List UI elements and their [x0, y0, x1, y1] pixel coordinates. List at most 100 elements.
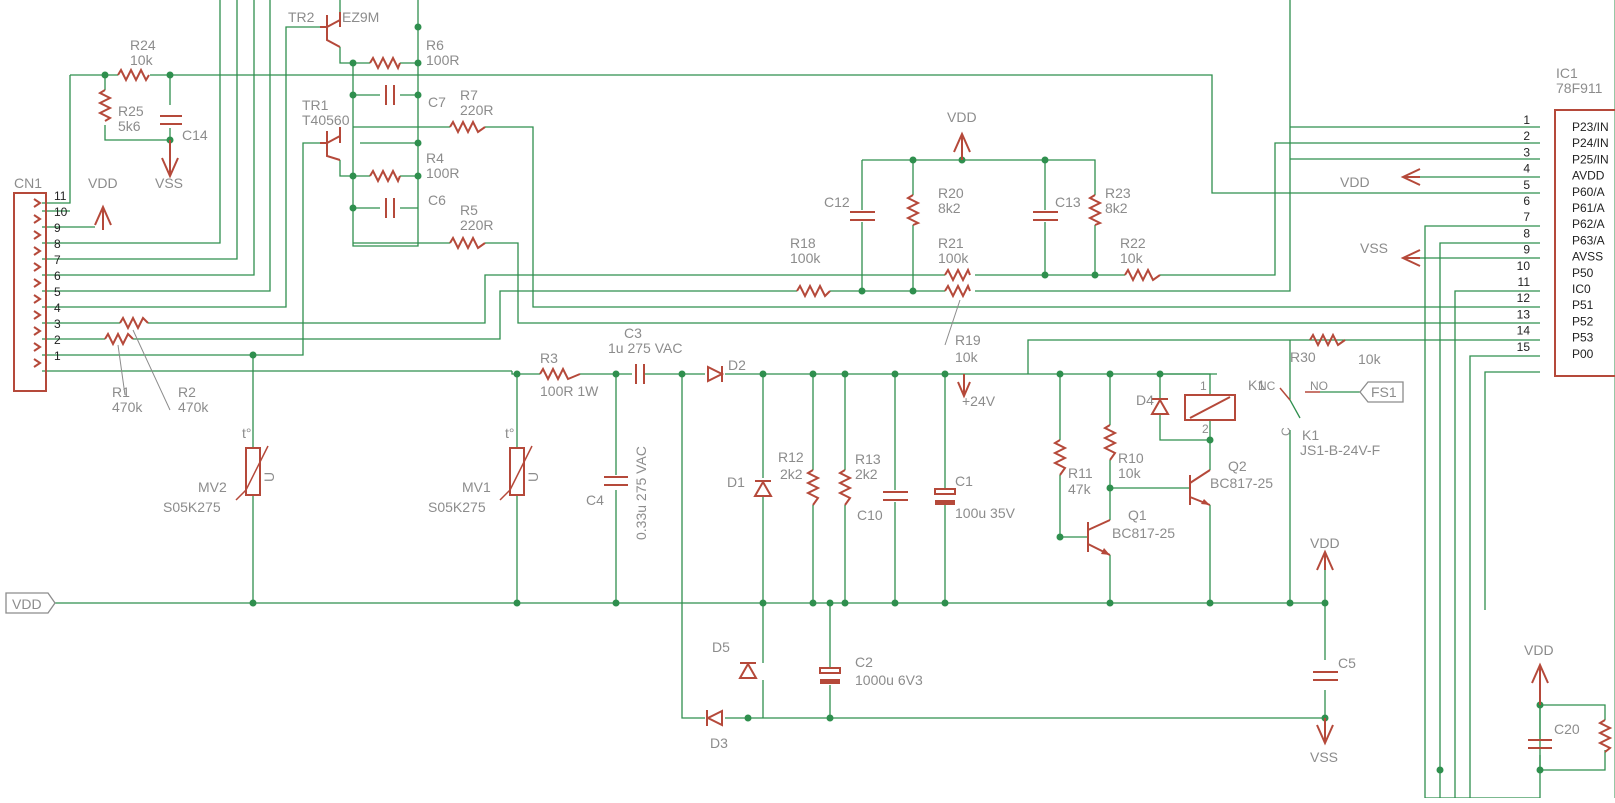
vdd-arrow-c20 [1531, 662, 1549, 705]
label-tr2: TR2 [288, 9, 315, 25]
label-c20: C20 [1554, 721, 1580, 737]
d2-symbol [707, 365, 725, 383]
value-r22: 10k [1120, 250, 1144, 266]
ic1-pin-label: AVDD [1572, 169, 1605, 183]
label-r23: R23 [1105, 185, 1131, 201]
r-partial-symbol [1597, 719, 1613, 753]
label-q1: Q1 [1128, 507, 1147, 523]
label-d2: D2 [728, 357, 746, 373]
c12-symbol [850, 211, 875, 221]
ic1-pin-number: 1 [1523, 113, 1530, 127]
cn1-pin-number: 5 [54, 285, 61, 299]
ic1-pin-label: P51 [1572, 298, 1594, 312]
value-c3: 1u 275 VAC [608, 340, 682, 356]
label-mv2: MV2 [198, 479, 227, 495]
label-r24: R24 [130, 37, 156, 53]
label-c6: C6 [428, 192, 446, 208]
cn1-connector-body [13, 192, 47, 392]
vdd-arrow-c5 [1316, 549, 1334, 571]
d4-symbol [1150, 397, 1170, 415]
label-d1: D1 [727, 474, 745, 490]
r18-symbol [796, 283, 831, 299]
value-r13: 2k2 [855, 466, 878, 482]
value-c1: 100u 35V [955, 505, 1016, 521]
vdd-arrow-cn1 [94, 204, 112, 230]
ic1-pin-label: P25/IN [1572, 152, 1609, 166]
label-no: NO [1310, 379, 1328, 393]
cn1-pin-number: 6 [54, 269, 61, 283]
ic1-pin-number: 12 [1517, 291, 1531, 305]
value-k1: JS1-B-24V-F [1300, 442, 1380, 458]
ic1-pin-number: 2 [1523, 129, 1530, 143]
label-r2: R2 [178, 384, 196, 400]
label-c3: C3 [624, 325, 642, 341]
mv2-u-mark: U [261, 472, 277, 482]
tr2-symbol [320, 12, 341, 48]
cn1-pin-mark [33, 230, 42, 240]
ic1-pin-number: 14 [1517, 324, 1531, 338]
junction-dots [101, 23, 1544, 774]
label-fs1: FS1 [1371, 384, 1397, 400]
ic1-pin-number: 11 [1518, 275, 1531, 289]
vss-arrow-c14 [161, 140, 179, 179]
p24v-arrow [957, 374, 971, 399]
ic1-pin-label: P50 [1572, 266, 1594, 280]
ic1-pin-label: P60/A [1572, 185, 1605, 199]
cn1-pin-mark [33, 342, 42, 352]
r2-symbol [119, 315, 149, 331]
power-vdd-port: VDD [12, 596, 42, 612]
label-r19: R19 [955, 332, 981, 348]
c13-symbol [1033, 211, 1058, 221]
value-r1: 470k [112, 399, 143, 415]
value-r5: 220R [460, 217, 493, 233]
value-q2: BC817-25 [1210, 475, 1273, 491]
mv1-temp-mark: t° [505, 425, 515, 441]
label-r20: R20 [938, 185, 964, 201]
k1-switch-contact [1279, 387, 1291, 401]
label-c-contact: C [1279, 427, 1293, 436]
value-ic1: 78F911 [1556, 80, 1603, 96]
r4-symbol [369, 168, 401, 184]
r20-symbol [905, 194, 921, 226]
r22-symbol [1124, 267, 1161, 283]
cn1-pin-mark [33, 294, 42, 304]
value-r4: 100R [426, 165, 459, 181]
label-r13: R13 [855, 451, 881, 467]
r21-symbol [944, 267, 971, 283]
ic1-pin-label: P53 [1572, 331, 1594, 345]
r30-symbol [1309, 332, 1346, 348]
vss-arrow-c5 [1316, 718, 1334, 746]
c7-symbol [385, 85, 395, 105]
value-r10: 10k [1118, 465, 1142, 481]
r25-symbol [97, 89, 113, 122]
mv2-temp-mark: t° [242, 425, 252, 441]
cn1-pin-number: 4 [54, 301, 61, 315]
value-r19: 10k [955, 349, 979, 365]
r12-symbol [805, 469, 821, 506]
ic1-pin-label: P52 [1572, 314, 1594, 328]
vss-arrow-ic [1400, 249, 1421, 267]
mv1-symbol [509, 447, 525, 496]
label-r10: R10 [1118, 450, 1144, 466]
relay-pin-2: 2 [1202, 422, 1209, 436]
ic1-pin-label: P61/A [1572, 201, 1605, 215]
label-d5: D5 [712, 639, 730, 655]
power-vdd-ic: VDD [1340, 174, 1370, 190]
cn1-pin-number: 3 [54, 317, 61, 331]
label-r11: R11 [1068, 465, 1093, 481]
d5-symbol [738, 661, 758, 679]
ic1-pin-number: 13 [1517, 307, 1531, 321]
relay-pin-1: 1 [1200, 379, 1207, 393]
c20-symbol [1528, 739, 1552, 749]
label-d4: D4 [1136, 392, 1154, 408]
value-r30: 10k [1358, 351, 1382, 367]
r10-symbol [1102, 424, 1118, 461]
d1-symbol [753, 479, 773, 497]
ic1-pin-label: P62/A [1572, 217, 1605, 231]
value-r7: 220R [460, 102, 493, 118]
cn1-pin-number: 2 [54, 333, 61, 347]
r11-symbol [1052, 439, 1068, 476]
c1-symbol [934, 488, 956, 495]
